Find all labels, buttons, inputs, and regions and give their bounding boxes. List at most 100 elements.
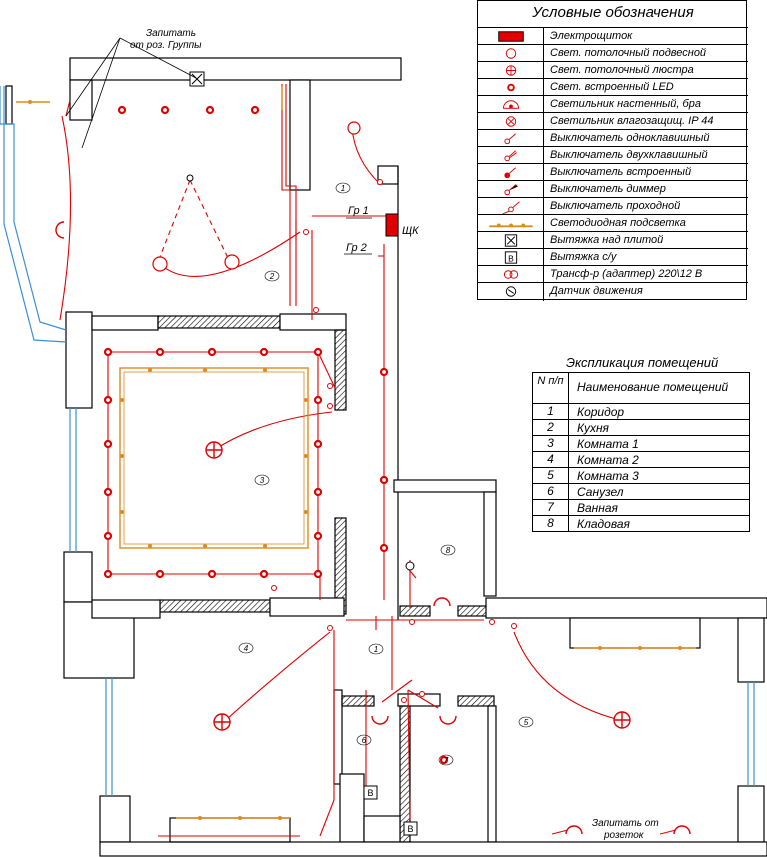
room-number-2: 2 [269,272,275,281]
note-bottom-line1: Запитать от [592,818,659,829]
legend-label: Вытяжка с/у [550,251,617,263]
explication-row: 8 Кладовая [533,515,749,531]
led-strip-dots [28,100,682,820]
legend-label: Датчик движения [550,285,643,297]
wall-light-icon [478,96,544,114]
legend-label: Электрощиток [550,30,633,42]
windows [0,86,755,796]
legend-label: Выключатель диммер [550,183,666,195]
explication-row-number: 2 [533,420,569,435]
pendant-lights [152,121,361,272]
legend-row: В Вытяжка с/у [478,248,748,267]
legend-label: Выключатель двухклавишный [550,149,708,161]
explication-row: 2 Кухня [533,419,749,435]
room-number-4: 4 [244,644,249,653]
explication-row-name: Комната 2 [577,453,639,467]
recessed-lights [103,105,449,765]
bath-fan-label-6: В [367,788,373,798]
bathroom-fan-icon: В В [363,785,418,836]
motion-sensor-icon [405,561,415,571]
panel-icon [385,213,399,237]
legend-row: Светильник настенный, бра [478,95,748,114]
switches [271,179,517,703]
legend-row: Выключатель одноклавишный [478,129,748,148]
explication-row: 1 Коридор [533,403,749,419]
room-number-1: 1 [341,184,345,193]
passthrough-switch-icon [478,198,544,216]
explication-row: 7 Ванная [533,499,749,515]
explication-row-number: 4 [533,452,569,467]
room-number-1b: 1 [374,645,378,654]
explication-row-name: Кухня [577,421,609,435]
recessed-switch-icon [478,164,544,182]
explication-row-name: Коридор [577,405,625,419]
legend-row: Свет. потолочный люстра [478,61,748,80]
hood-fan-icon [478,232,544,250]
room-number-7: 7 [444,756,449,765]
ceiling-hook-icon [186,174,194,182]
legend-title: Условные обозначения [532,4,694,21]
motion-sensor-icon [478,283,544,301]
legend-row: Выключатель проходной [478,197,748,216]
legend-row: Выключатель встроенный [478,163,748,182]
explication-row-number: 3 [533,436,569,451]
legend-row: Трансф-р (адаптер) 220\12 В [478,265,748,284]
group2-label: Гр 2 [346,242,367,254]
note-top-line1: Запитать [146,28,196,39]
explication-row-number: 5 [533,468,569,483]
explication-row-number: 6 [533,484,569,499]
chandelier-icon [478,62,544,80]
explication-row-name: Санузел [577,485,624,499]
legend-label: Светодиодная подсветка [550,217,686,229]
panel-icon [478,28,544,46]
legend-label: Выключатель встроенный [550,166,692,178]
legend-label: Выключатель проходной [550,200,681,212]
explication-row-number: 7 [533,500,569,515]
legend-row: Светодиодная подсветка [478,214,748,233]
panel-label: ЩК [402,225,419,237]
legend-row: Электрощиток [478,27,748,46]
note-leader-lines [65,37,197,149]
legend-row: Светильник влагозащищ. IP 44 [478,112,748,131]
bathroom-fan-icon: В [478,249,544,267]
recessed-led-icon [478,79,544,97]
explication-row: 6 Санузел [533,483,749,499]
note-bottom-line2: розеток [603,830,645,841]
chandeliers [205,441,631,731]
note-top-line2: от роз. Группы [130,40,202,51]
explication-col-name: Наименование помещений [577,380,729,394]
room-number-8: 8 [446,546,451,555]
legend-label: Вытяжка над плитой [550,234,664,246]
explication-row-name: Комната 1 [577,437,639,451]
explication-row-number: 8 [533,516,569,531]
legend-label: Трансф-р (адаптер) 220\12 В [550,268,703,280]
svg-text:В: В [508,253,514,263]
wall-lights [55,221,691,835]
bath-fan-label-7: В [407,824,413,834]
transformer-icon [478,266,544,284]
explication-title: Экспликация помещений [566,355,719,370]
explication-row-number: 1 [533,404,569,419]
legend-row: Свет. встроенный LED [478,78,748,97]
explication-row-name: Ванная [577,501,618,515]
explication-col-n: N п/п [533,373,569,403]
led-strips [16,86,696,819]
legend-label: Выключатель одноклавишный [550,132,710,144]
explication-row: 3 Комната 1 [533,435,749,451]
explication-header: N п/п Наименование помещений [533,373,749,403]
walls [5,57,767,857]
explication-row: 4 Комната 2 [533,451,749,467]
legend-label: Свет. потолочный подвесной [550,47,707,59]
legend-label: Светильник влагозащищ. IP 44 [550,115,714,127]
room-number-5: 5 [524,718,529,727]
dimmer-switch-icon [478,181,544,199]
explication-row-name: Кладовая [577,517,630,531]
legend-row: Датчик движения [478,282,748,301]
legend-row: Вытяжка над плитой [478,231,748,250]
legend-label: Свет. встроенный LED [550,81,674,93]
waterproof-light-icon [478,113,544,131]
